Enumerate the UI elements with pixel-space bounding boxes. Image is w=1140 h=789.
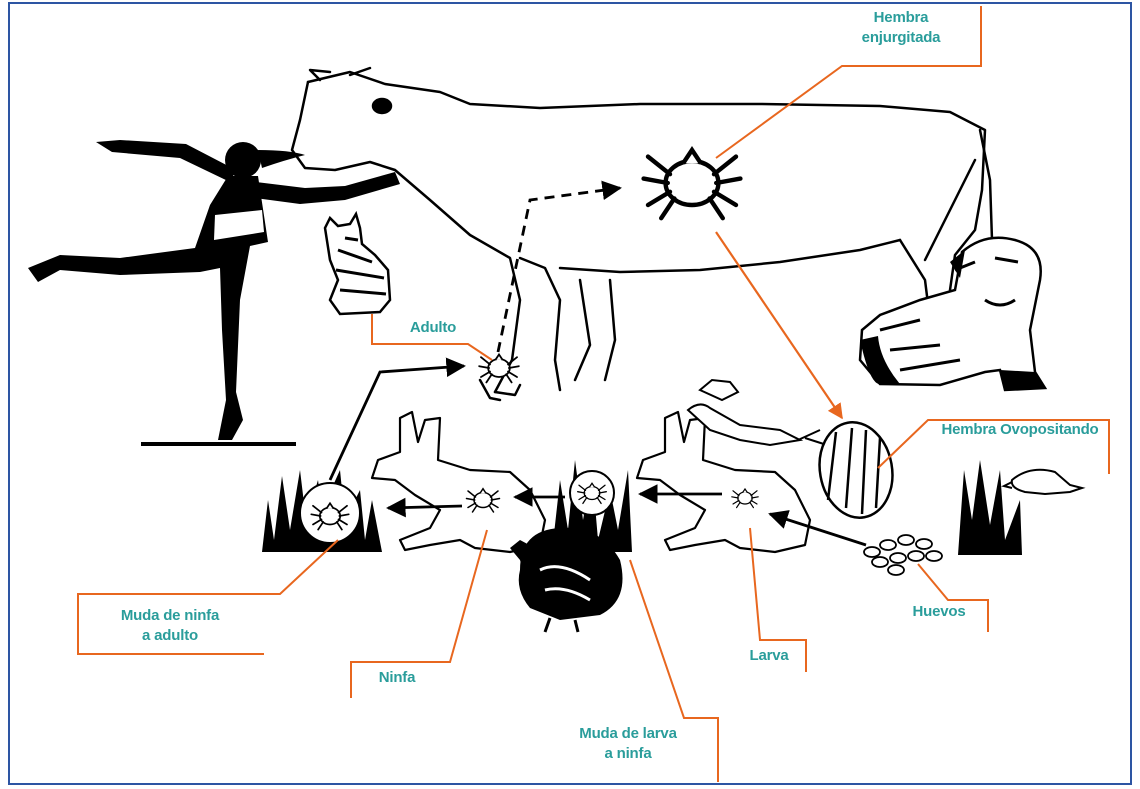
label-muda-larva-ninfa: Muda de larva a ninfa	[548, 724, 708, 764]
arrow-nymph-to-molt	[388, 506, 462, 508]
dog	[860, 238, 1045, 390]
label-muda-larva-line1: Muda de larva	[548, 724, 708, 744]
turkey	[510, 528, 623, 632]
tick-engorged-female	[644, 150, 741, 218]
label-adulto: Adulto	[396, 318, 470, 338]
label-ninfa: Ninfa	[366, 668, 428, 688]
label-ninfa-text: Ninfa	[366, 668, 428, 688]
label-larva: Larva	[738, 646, 800, 666]
label-huevos: Huevos	[896, 602, 982, 622]
label-muda-ninfa-line2: a adulto	[94, 626, 246, 646]
cat	[325, 214, 390, 314]
label-muda-larva-line2: a ninfa	[548, 744, 708, 764]
label-hembra-line2: enjurgitada	[836, 28, 966, 48]
rabbit	[372, 412, 545, 552]
mouse	[1004, 470, 1082, 494]
label-muda-ninfa-adulto: Muda de ninfa a adulto	[94, 606, 246, 646]
label-huevos-text: Huevos	[896, 602, 982, 622]
label-muda-ninfa-line1: Muda de ninfa	[94, 606, 246, 626]
label-hembra-enjurgitada: Hembra enjurgitada	[836, 8, 966, 48]
eggs	[864, 535, 942, 575]
label-adulto-text: Adulto	[396, 318, 470, 338]
egg-laying-female-tick	[812, 416, 900, 523]
label-larva-text: Larva	[738, 646, 800, 666]
label-hembra-ovopositando: Hembra Ovopositando	[934, 420, 1106, 440]
label-hembra-line1: Hembra	[836, 8, 966, 28]
bird	[688, 380, 830, 446]
label-hembra-ovopositando-text: Hembra Ovopositando	[934, 420, 1106, 440]
